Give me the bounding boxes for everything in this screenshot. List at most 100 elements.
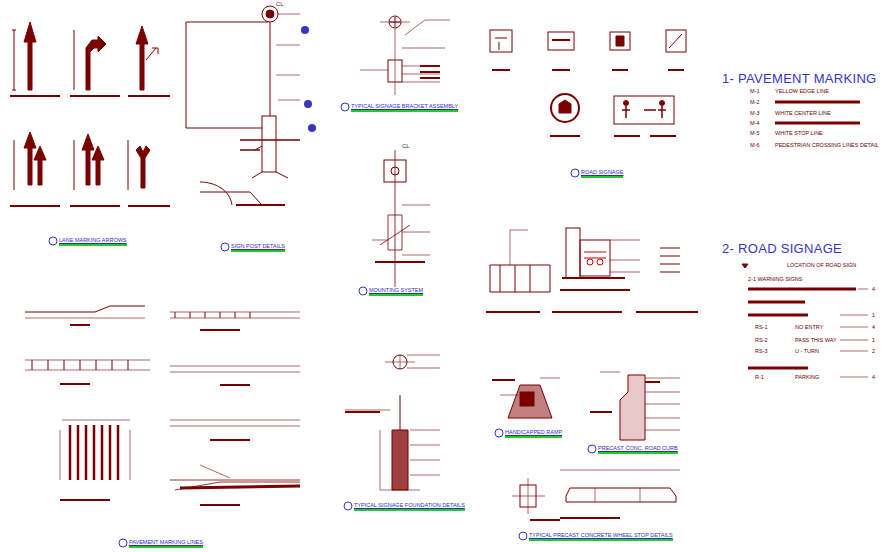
- detail-title: TYPICAL SIGNAGE BRACKET ASSEMBLY: [351, 103, 458, 112]
- drawing-line: [136, 26, 148, 90]
- centerline-mark: CL: [276, 1, 284, 8]
- detail-title: TYPICAL PRECAST CONCRETE WHEEL STOP DETA…: [529, 532, 673, 541]
- schedule-text: M-5: [750, 130, 759, 136]
- drawing-line: [508, 385, 552, 418]
- schedule-text: 1: [872, 312, 875, 318]
- detail-title: HANDICAPPED RAMP: [505, 429, 562, 438]
- drawing-line: [587, 259, 593, 265]
- drawing-line: [775, 102, 860, 123]
- drawing-line: [520, 392, 534, 406]
- drawing-line: [552, 39, 570, 41]
- detail-title: SIGN POST DETAILS: [231, 243, 285, 252]
- drawing-line: [588, 445, 596, 453]
- drawing-line: [266, 10, 274, 18]
- schedule-text: U - TURN: [795, 348, 819, 354]
- schedule-text: M-6: [750, 142, 759, 148]
- drawing-line: [402, 20, 450, 48]
- schedule-text: 2-1 WARNING SIGNS: [748, 276, 803, 282]
- schedule-text: M-1: [750, 88, 759, 94]
- drawing-line: [840, 289, 868, 377]
- schedule-text: PARKING: [795, 374, 819, 380]
- drawing-line: [512, 478, 545, 514]
- drawing-line: [620, 375, 645, 440]
- drawing-line: [304, 100, 312, 108]
- drawing-line: [60, 500, 240, 505]
- schedule-text: M-2: [750, 99, 759, 105]
- schedule-text: 4: [872, 374, 875, 380]
- detail-title: PRECAST CONC. ROAD CURB: [598, 445, 678, 454]
- drawing-line: [345, 410, 440, 490]
- drawing-line: [34, 146, 46, 185]
- schedule-text: RS-3: [755, 348, 768, 354]
- drawing-line: [624, 101, 629, 106]
- drawing-line: [622, 106, 656, 118]
- schedule-text: YELLOW EDGE LINE: [775, 88, 829, 94]
- drawing-line: [86, 36, 106, 90]
- drawing-line: [262, 116, 276, 172]
- drawing-line: [600, 372, 680, 430]
- drawing-line: [660, 248, 680, 272]
- drawing-line: [584, 252, 606, 258]
- section-heading: 2- ROAD SIGNAGE: [722, 242, 842, 256]
- drawing-line: [530, 518, 620, 520]
- detail-title: LANE MARKING ARROWS: [59, 237, 127, 246]
- section-heading: 1- PAVEMENT MARKING: [722, 72, 877, 86]
- detail-title: PAVEMENT MARKING LINES: [129, 539, 203, 548]
- drawing-line: [486, 311, 698, 313]
- drawing-line: [70, 425, 118, 480]
- drawing-line: [276, 14, 300, 100]
- drawing-line: [392, 430, 408, 490]
- drawing-line: [170, 480, 300, 490]
- drawing-line: [236, 204, 285, 206]
- drawing-line: [12, 30, 16, 90]
- drawing-line: [490, 30, 512, 52]
- drawing-line: [597, 259, 603, 265]
- schedule-text: LOCATION OF ROAD SIGN: [787, 262, 856, 268]
- drawing-line: [360, 28, 440, 95]
- drawing-line: [385, 355, 440, 369]
- drawing-line: [344, 502, 352, 510]
- centerline-mark: CL: [402, 143, 410, 150]
- drawing-line: [200, 182, 285, 205]
- drawing-line: [548, 32, 574, 50]
- schedule-text: 1: [872, 337, 875, 343]
- schedule-text: R-1: [755, 374, 764, 380]
- drawing-line: [341, 103, 349, 111]
- drawing-line: [200, 465, 230, 478]
- drawing-line: [495, 429, 503, 437]
- schedule-text: NO ENTRY: [795, 324, 823, 330]
- drawing-line: [359, 287, 367, 295]
- schedule-text: 2: [872, 348, 875, 354]
- drawing-line: [560, 278, 630, 290]
- drawing-line: [74, 30, 75, 90]
- drawing-line: [748, 289, 856, 368]
- drawing-line: [119, 539, 127, 547]
- drawing-line: [742, 264, 748, 268]
- drawing-line: [301, 26, 309, 34]
- drawing-line: [240, 140, 300, 150]
- drawing-line: [519, 532, 527, 540]
- drawing-line: [146, 48, 158, 60]
- schedule-text: WHITE CENTER LINE: [775, 110, 831, 116]
- drawing-line: [595, 488, 640, 502]
- drawing-line: [560, 470, 680, 471]
- drawing-line: [308, 124, 316, 132]
- drawing-line: [372, 205, 430, 255]
- drawing-line: [252, 146, 288, 178]
- drawing-line: [25, 306, 145, 312]
- drawing-line: [571, 169, 579, 177]
- drawing-line: [345, 411, 380, 413]
- drawing-line: [25, 360, 150, 370]
- drawing-line: [186, 22, 268, 128]
- drawing-line: [170, 366, 300, 426]
- drawing-line: [170, 312, 300, 318]
- drawing-line: [580, 240, 610, 276]
- drawing-line: [510, 230, 528, 265]
- drawing-line: [550, 135, 676, 137]
- drawing-line: [380, 150, 410, 290]
- drawing-line: [221, 243, 229, 251]
- schedule-text: WHITE STOP LINE: [775, 130, 823, 136]
- drawing-line: [262, 6, 278, 22]
- drawing-line: [60, 420, 130, 480]
- drawing-line: [10, 95, 170, 97]
